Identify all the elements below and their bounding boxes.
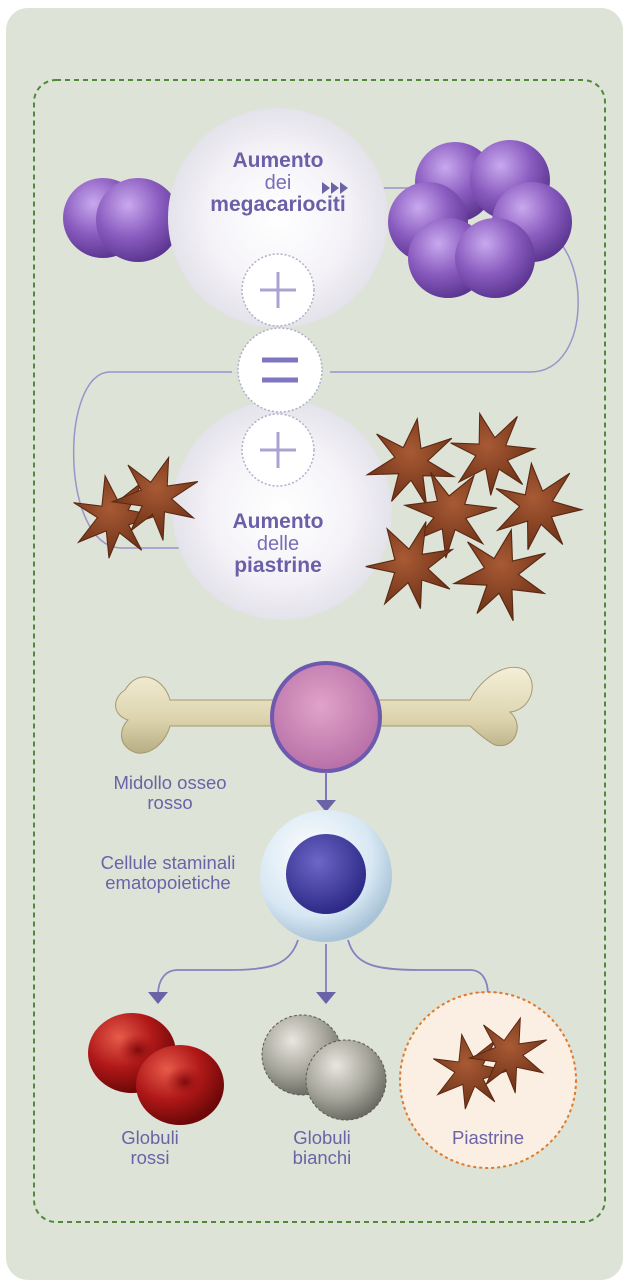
branch-arrows: [158, 940, 488, 995]
white-blood-cells: [262, 1015, 386, 1120]
arrow-icon: [148, 992, 168, 1004]
platelets-line: Piastrine: [428, 1128, 548, 1148]
megakaryocyte-cluster-large: [388, 140, 572, 298]
red-cells-label: Globuli rossi: [100, 1128, 200, 1168]
stem-cell: [260, 810, 392, 942]
plat-word-2: delle: [178, 534, 378, 556]
stem-cell-label: Cellule staminali ematopoietiche: [78, 853, 258, 893]
plat-word-3: piastrine: [178, 555, 378, 578]
platelet-label: Aumento delle piastrine: [178, 511, 378, 578]
red-line-1: Globuli: [100, 1128, 200, 1148]
white-cells-label: Globuli bianchi: [272, 1128, 372, 1168]
plat-word-1: Aumento: [178, 511, 378, 534]
plus-icon: [242, 254, 314, 326]
plus-icon: [242, 414, 314, 486]
mega-word-1: Aumento: [178, 150, 378, 173]
mega-word-2: dei: [178, 173, 378, 195]
equals-icon: [238, 328, 322, 412]
arrow-icon: [316, 992, 336, 1004]
red-blood-cells: [88, 1013, 224, 1125]
stem-line-2: ematopoietiche: [78, 873, 258, 893]
red-line-2: rossi: [100, 1148, 200, 1168]
mega-word-3: megacariociti: [178, 194, 378, 217]
megakaryocyte-label: Aumento dei megacariociti: [178, 150, 378, 217]
marrow-label: Midollo osseo rosso: [80, 773, 260, 813]
marrow-line-1: Midollo osseo: [80, 773, 260, 793]
stem-line-1: Cellule staminali: [78, 853, 258, 873]
megakaryocyte-cluster-small: [63, 178, 180, 262]
white-line-1: Globuli: [272, 1128, 372, 1148]
marrow-line-2: rosso: [80, 793, 260, 813]
platelets-label: Piastrine: [428, 1128, 548, 1148]
white-line-2: bianchi: [272, 1148, 372, 1168]
bone-marrow-circle: [272, 663, 380, 771]
